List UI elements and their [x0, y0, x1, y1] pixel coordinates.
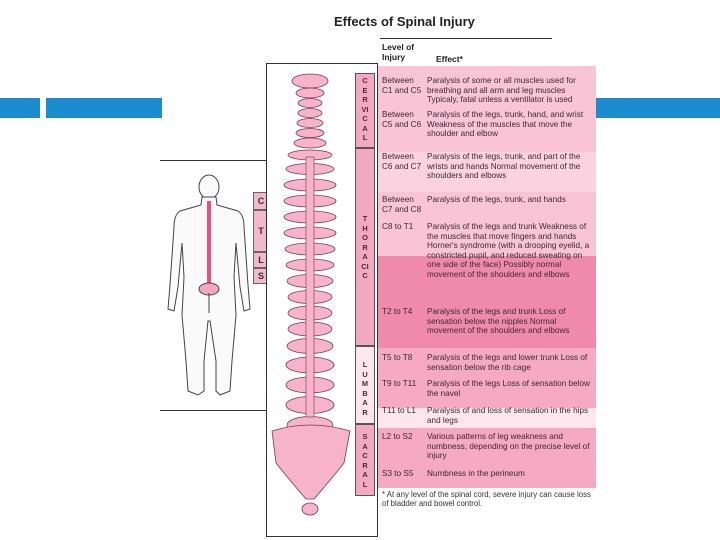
row-1-level: Between C1 and C5 — [382, 76, 422, 95]
row-10-effect: Various patterns of leg weakness and num… — [427, 432, 590, 461]
row-6-level: T2 to T4 — [382, 307, 413, 316]
accent-bar-middle — [46, 98, 162, 118]
region-sacral: SACRAL — [362, 432, 368, 489]
region-thoracic: THORACIC — [361, 214, 369, 280]
diagram-title: Effects of Spinal Injury — [334, 14, 475, 29]
region-lumbar: LUMBAR — [361, 360, 369, 417]
spine-illustration — [271, 73, 351, 516]
row-7-level: T5 to T8 — [382, 353, 413, 362]
accent-bar-left — [0, 98, 40, 118]
row-11-level: S3 to S5 — [382, 469, 414, 478]
header-level: Level of Injury — [382, 42, 415, 62]
table-band-4 — [378, 256, 596, 348]
row-4-level: Between C7 and C8 — [382, 195, 422, 214]
table-band-2 — [378, 152, 596, 192]
row-8-effect: Paralysis of the legs Loss of sensation … — [427, 379, 590, 398]
table-band-3 — [378, 192, 596, 256]
row-6-effect: Paralysis of the legs and trunk Loss of … — [427, 307, 570, 336]
header-effect: Effect* — [436, 54, 463, 64]
row-9-level: T11 to L1 — [382, 406, 416, 415]
title-rule — [380, 38, 552, 39]
row-7-effect: Paralysis of the legs and lower trunk Lo… — [427, 353, 588, 372]
accent-bar-right — [596, 98, 720, 118]
region-sacral-box — [355, 424, 375, 496]
region-thoracic-box — [355, 148, 375, 346]
figure-box-bottom — [160, 410, 266, 411]
row-3-effect: Paralysis of the legs, trunk, and part o… — [427, 152, 581, 181]
table-band-7 — [378, 428, 596, 488]
region-cervical-box — [355, 73, 375, 148]
human-back-figure — [167, 174, 251, 396]
row-10-level: L2 to S2 — [382, 432, 413, 441]
row-9-effect: Paralysis of and loss of sensation in th… — [427, 406, 589, 425]
table-band-6 — [378, 408, 596, 428]
row-2-effect: Paralysis of the legs, trunk, hand, and … — [427, 110, 584, 139]
row-11-effect: Numbness in the perineum — [427, 469, 525, 478]
table-band-1 — [378, 66, 596, 152]
table-band-5 — [378, 348, 596, 408]
row-3-level: Between C6 and C7 — [382, 152, 422, 171]
row-8-level: T9 to T11 — [382, 379, 417, 388]
row-4-effect: Paralysis of the legs, trunk, and hands — [427, 195, 566, 204]
region-cervical: CERVICAL — [361, 76, 369, 142]
region-lumbar-box — [355, 346, 375, 424]
row-2-level: Between C5 and C6 — [382, 110, 422, 129]
footnote: * At any level of the spinal cord, sever… — [382, 490, 591, 509]
row-5-effect: Paralysis of the legs and trunk Weakness… — [427, 222, 590, 279]
row-5-level: C8 to T1 — [382, 222, 414, 231]
figure-box-top — [160, 160, 266, 161]
row-1-effect: Paralysis of some or all muscles used fo… — [427, 76, 576, 105]
